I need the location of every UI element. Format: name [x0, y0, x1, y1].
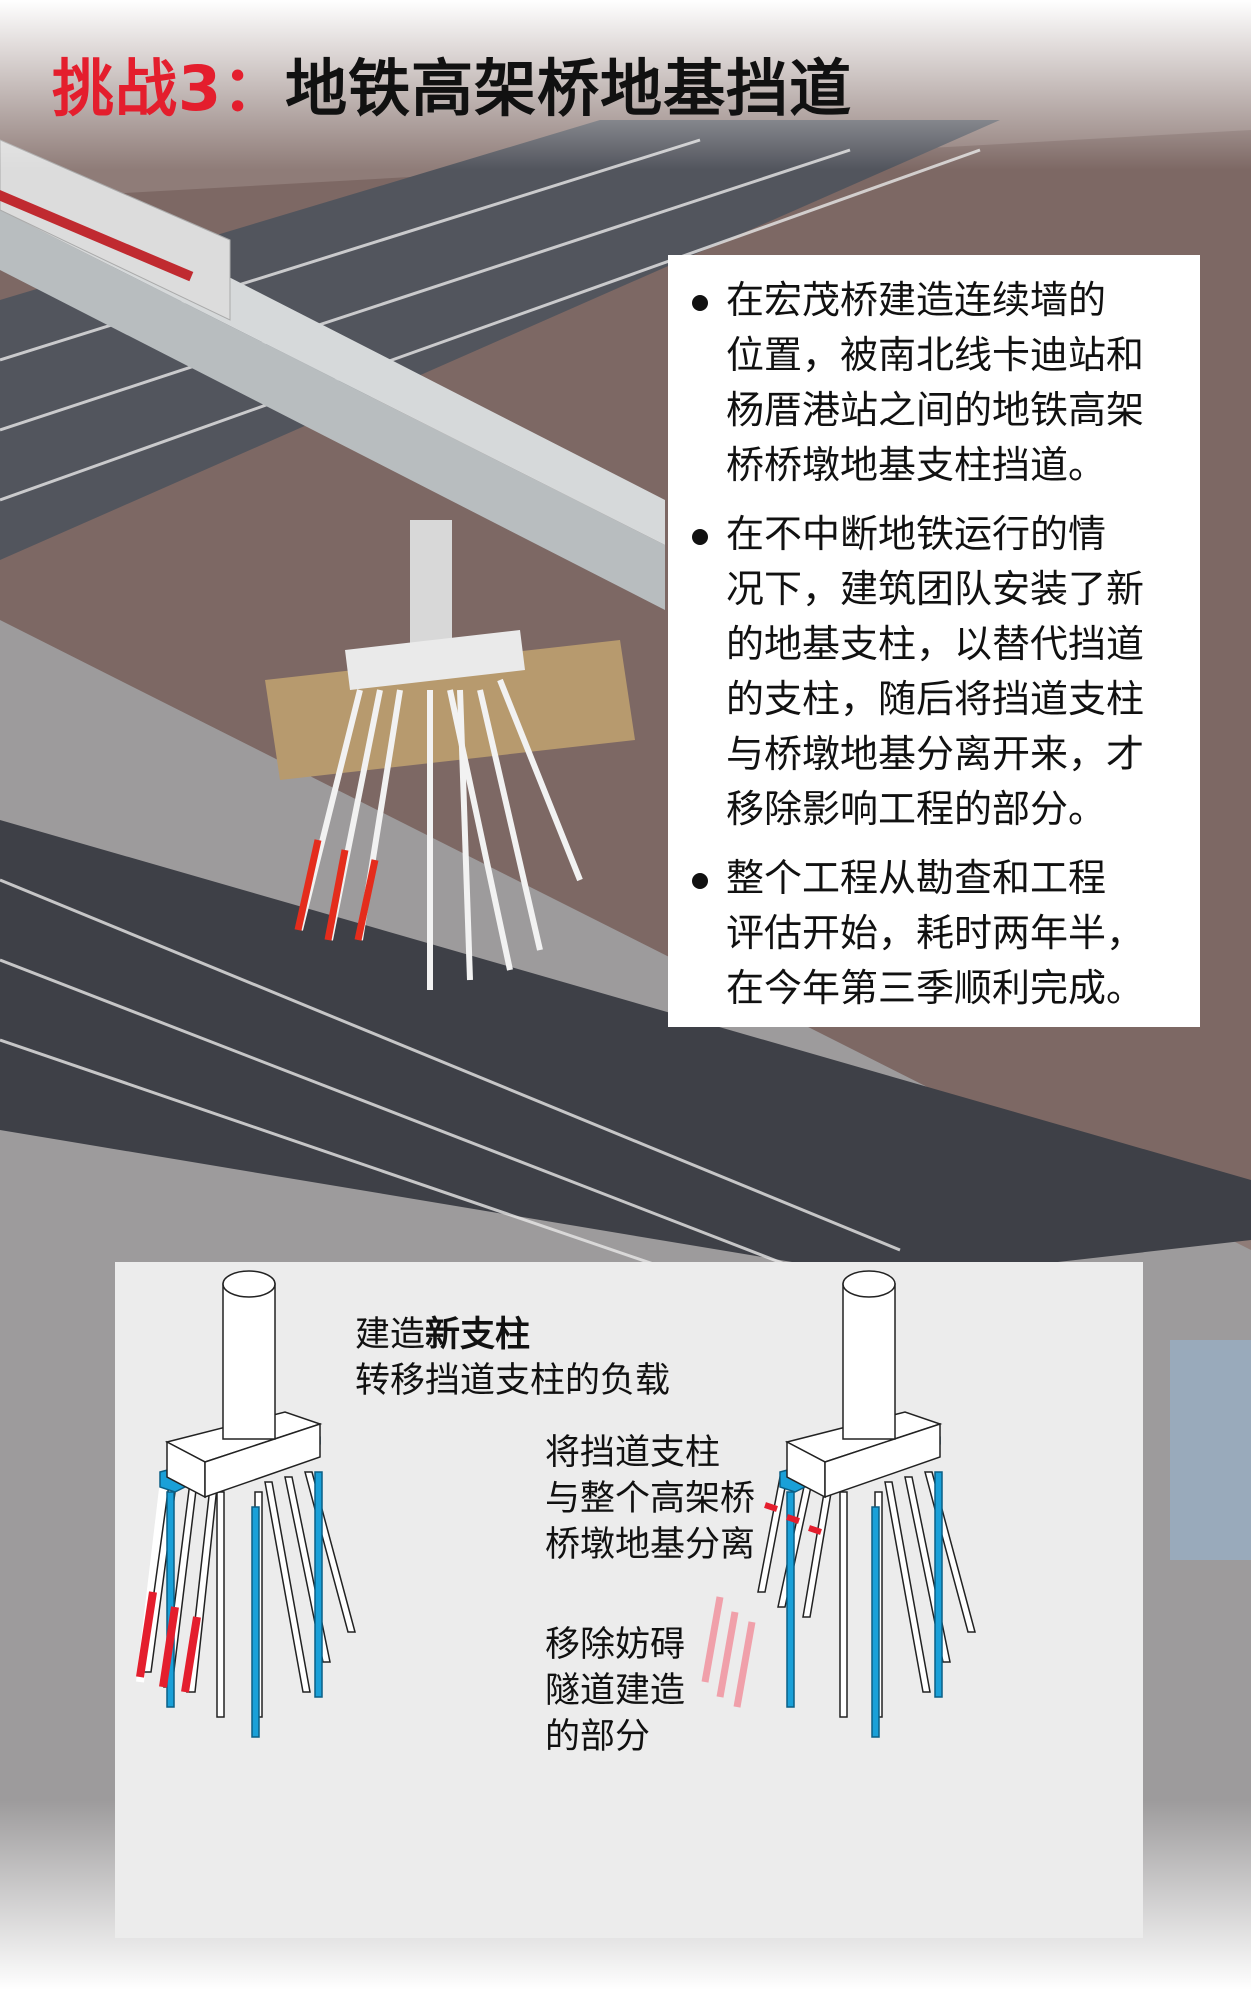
bullet-text: 的支柱，随后将挡道支柱	[726, 677, 1145, 721]
bullet-text: 在宏茂桥建造连续墙的	[726, 278, 1107, 322]
label-line: 与整个高架桥	[545, 1479, 756, 1519]
bullet-text: 的地基支柱，以替代挡道	[726, 622, 1145, 666]
bullet-text: 位置，被南北线卡迪站和	[726, 333, 1145, 377]
bullet-text: 评估开始，耗时两年半，	[726, 911, 1145, 955]
right-foundation	[701, 1270, 976, 1738]
bullet-text: 况下，建筑团队安装了新	[726, 567, 1145, 611]
diagram-panel: 建造新支柱 转移挡道支柱的负载 将挡道支柱 与整个高架桥 桥墩地基分离 移除妨碍…	[115, 1262, 1143, 1938]
label-new-line2: 转移挡道支柱的负载	[355, 1361, 671, 1401]
foundation-diagram	[136, 1270, 976, 1738]
bullet-item: 在不中断地铁运行的情 况下，建筑团队安装了新 的地基支柱，以替代挡道 的支柱，随…	[690, 507, 1180, 837]
label-new-bold: 新支柱	[425, 1315, 531, 1355]
label-line: 的部分	[545, 1717, 651, 1757]
bullet-text: 整个工程从勘查和工程	[726, 856, 1107, 900]
info-box: 在宏茂桥建造连续墙的 位置，被南北线卡迪站和 杨厝港站之间的地铁高架 桥桥墩地基…	[668, 255, 1200, 1027]
bullet-text: 在不中断地铁运行的情	[726, 512, 1107, 556]
label-line: 移除妨碍	[545, 1625, 686, 1665]
label-line: 桥墩地基分离	[545, 1525, 756, 1565]
bullet-text: 与桥墩地基分离开来，才	[726, 732, 1145, 776]
bullet-item: 在宏茂桥建造连续墙的 位置，被南北线卡迪站和 杨厝港站之间的地铁高架 桥桥墩地基…	[690, 273, 1180, 493]
left-foundation	[136, 1270, 356, 1738]
bullet-icon	[692, 873, 708, 889]
bullet-text: 桥桥墩地基支柱挡道。	[726, 443, 1107, 487]
label-line: 隧道建造	[545, 1671, 686, 1711]
label-separate: 将挡道支柱 与整个高架桥 桥墩地基分离	[545, 1430, 755, 1568]
bullet-item: 整个工程从勘查和工程 评估开始，耗时两年半， 在今年第三季顺利完成。	[690, 851, 1180, 1016]
title-main: 地铁高架桥地基挡道	[285, 52, 853, 125]
label-new-piles: 建造新支柱 转移挡道支柱的负载	[355, 1312, 670, 1404]
bullet-icon	[692, 295, 708, 311]
label-remove: 移除妨碍 隧道建造 的部分	[545, 1622, 685, 1760]
bullet-icon	[692, 529, 708, 545]
bullet-text: 在今年第三季顺利完成。	[726, 966, 1145, 1010]
title-prefix: 挑战3：	[52, 52, 286, 125]
bullet-text: 移除影响工程的部分。	[726, 787, 1107, 831]
bullet-text: 杨厝港站之间的地铁高架	[726, 388, 1145, 432]
label-new-prefix: 建造	[355, 1315, 426, 1355]
label-line: 将挡道支柱	[545, 1433, 721, 1473]
page-title: 挑战3：地铁高架桥地基挡道	[52, 38, 852, 128]
